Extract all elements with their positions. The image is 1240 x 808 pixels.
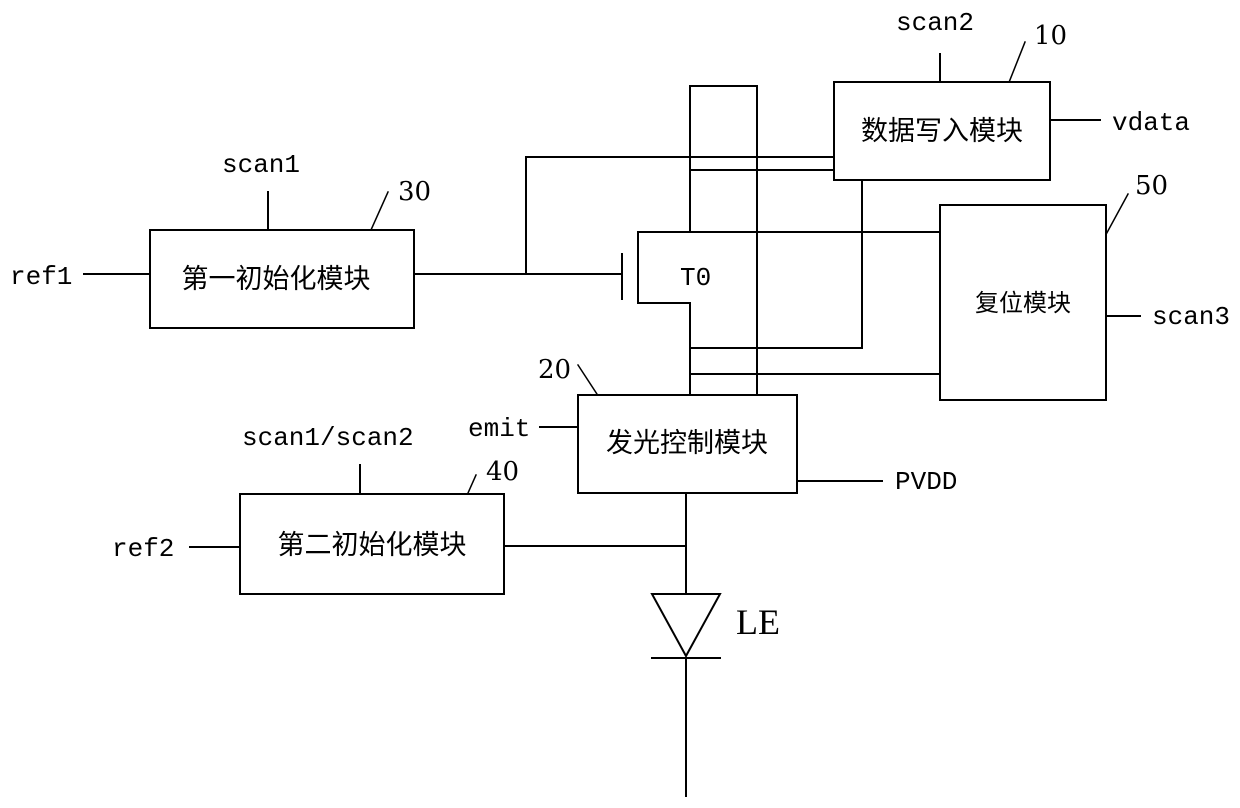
data-write-to-source-node (690, 180, 862, 348)
data-write-label: 数据写入模块 (861, 116, 1023, 147)
scan3-label: scan3 (1152, 302, 1230, 332)
ref-numeral-10: 10 (1034, 21, 1067, 51)
reset-module: 复位模块 (940, 205, 1106, 400)
ref2-label: ref2 (112, 534, 174, 564)
vdata-label: vdata (1112, 108, 1190, 138)
data-write-module: 数据写入模块 (834, 82, 1050, 180)
diode-label: LE (736, 602, 780, 642)
ref1-label: ref1 (10, 262, 72, 292)
init1-module: 第一初始化模块 (150, 230, 414, 328)
init2-module: 第二初始化模块 (240, 494, 504, 594)
reset-label: 复位模块 (975, 289, 1071, 317)
ref-numeral-30: 30 (398, 177, 431, 207)
emit-label: emit (468, 414, 530, 444)
init1-label: 第一初始化模块 (182, 264, 371, 295)
emit-control-module: 发光控制模块 (578, 395, 797, 493)
scan2-label: scan2 (896, 8, 974, 38)
scan1-label: scan1 (222, 150, 300, 180)
data-write-to-gate-node (526, 157, 834, 274)
transistor-t0: T0 (622, 232, 711, 303)
emit-control-label: 发光控制模块 (606, 428, 768, 459)
ref-numeral-50: 50 (1135, 171, 1168, 201)
transistor-label: T0 (680, 263, 711, 293)
pvdd-label: PVDD (895, 467, 957, 497)
diode-triangle (652, 594, 720, 656)
diode-le: LE (652, 594, 780, 658)
scan1-scan2-label: scan1/scan2 (242, 423, 414, 453)
init2-label: 第二初始化模块 (278, 530, 467, 561)
ref-numeral-40: 40 (486, 457, 519, 487)
ref-numeral-20: 20 (538, 355, 571, 385)
